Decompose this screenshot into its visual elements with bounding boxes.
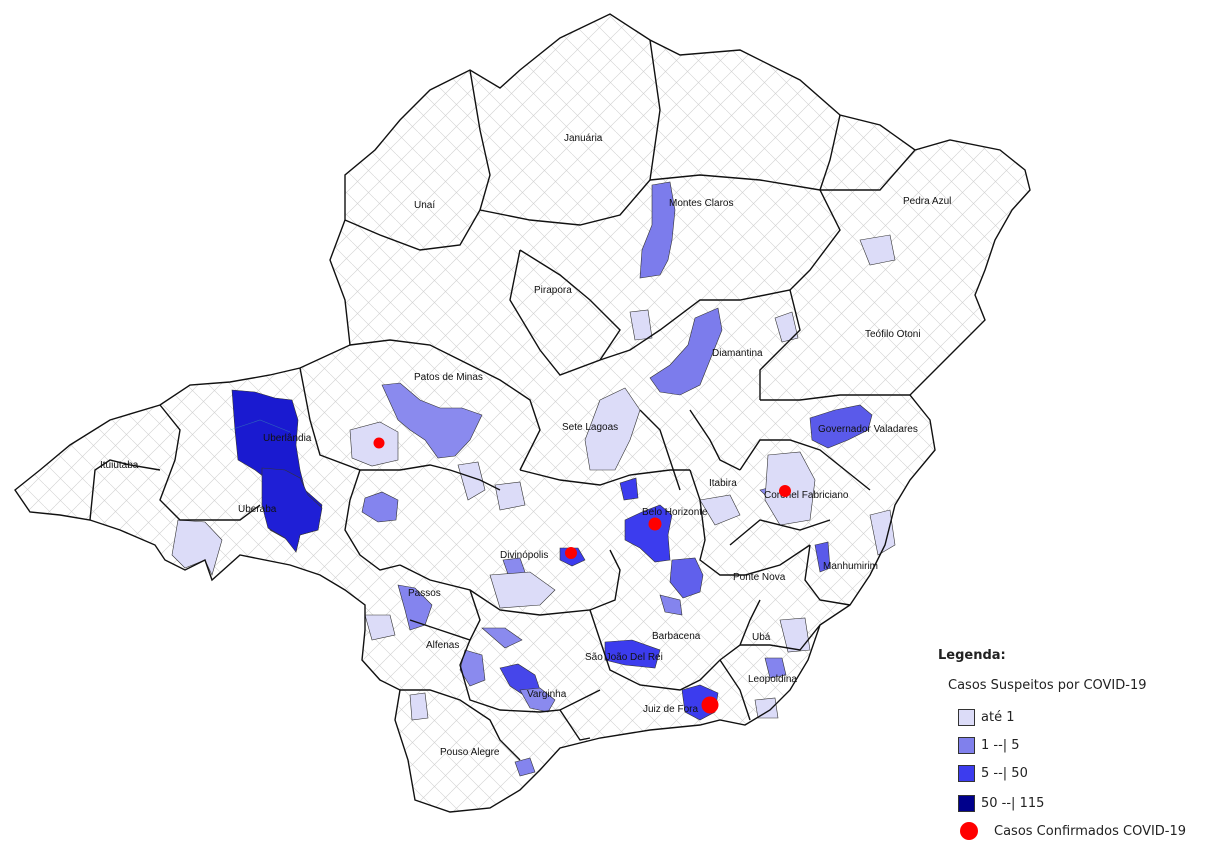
map-legend: Legenda: Casos Suspeitos por COVID-19 at… xyxy=(938,648,1220,840)
label-barbacena: Barbacena xyxy=(652,631,701,642)
municipality-diamantina-e-class1 xyxy=(774,311,799,343)
municipality-north-bh-class3 xyxy=(619,477,639,501)
label-pirapora: Pirapora xyxy=(534,285,572,296)
legend-swatch-class-4 xyxy=(958,794,975,812)
legend-item-class-1: até 1 xyxy=(958,708,1014,726)
municipality-barbacena-class2 xyxy=(659,594,683,616)
municipality-uberaba-s-class1 xyxy=(171,519,223,576)
legend-label-class-3: 5 --| 50 xyxy=(981,765,1028,781)
label-governador-valadares: Governador Valadares xyxy=(818,424,918,435)
legend-label-class-1: até 1 xyxy=(981,709,1015,725)
label-coronel-fabriciano: Coronel Fabriciano xyxy=(764,490,849,501)
label-sete-lagoas: Sete Lagoas xyxy=(562,422,618,433)
municipality-sjdr-w-class2 xyxy=(481,627,523,649)
municipality-itabira-class3 xyxy=(669,557,704,599)
legend-label-class-2: 1 --| 5 xyxy=(981,737,1020,753)
municipality-pedra-azul-class1 xyxy=(859,234,896,266)
confirmed-marker-juiz-de-fora xyxy=(701,696,719,714)
municipality-sjdr-class3 xyxy=(604,639,661,669)
legend-item-confirmed: Casos Confirmados COVID-19 xyxy=(960,822,1186,840)
region-labels: Januária Unaí Montes Claros Pedra Azul P… xyxy=(100,133,951,758)
municipality-bh-n-class1 xyxy=(494,481,526,511)
municipality-montes-claros-class2 xyxy=(639,181,676,279)
label-pedra-azul: Pedra Azul xyxy=(903,196,951,207)
label-manhumirim: Manhumirim xyxy=(823,561,878,572)
municipality-setelagoas-class1 xyxy=(584,387,641,471)
legend-swatch-class-1 xyxy=(958,708,975,726)
municipality-varginha-2-class2 xyxy=(519,687,556,713)
legend-confirmed-dot-icon xyxy=(960,822,978,840)
municipality-uba-class1 xyxy=(779,617,811,653)
label-uberlandia: Uberlândia xyxy=(263,433,312,444)
municipality-montes-claros-s-class1 xyxy=(629,309,653,341)
label-teofilo-otoni: Teófilo Otoni xyxy=(865,329,921,340)
label-leopoldina: Leopoldina xyxy=(748,674,797,685)
municipality-gv-class3 xyxy=(809,404,873,449)
municipality-passos-s-class1 xyxy=(364,614,396,641)
label-itabira: Itabira xyxy=(709,478,737,489)
legend-item-class-4: 50 --| 115 xyxy=(958,794,1044,812)
legend-label-class-4: 50 --| 115 xyxy=(981,795,1045,811)
confirmed-marker-uberlandia-area xyxy=(373,437,385,449)
label-pouso-alegre: Pouso Alegre xyxy=(440,747,500,758)
municipality-uberaba-class4 xyxy=(261,467,323,553)
confirmed-case-markers xyxy=(373,437,791,714)
municipality-ituiutaba-e-class1 xyxy=(457,461,486,501)
municipality-manhuacu-e-class1 xyxy=(869,509,896,556)
label-varginha: Varginha xyxy=(527,689,567,700)
municipality-patos-class2 xyxy=(381,382,483,459)
legend-subtitle: Casos Suspeitos por COVID-19 xyxy=(948,678,1147,693)
municipality-pousoalegre-class2 xyxy=(514,757,536,777)
legend-title: Legenda: xyxy=(938,648,1006,663)
label-passos: Passos xyxy=(408,588,441,599)
label-uba: Ubá xyxy=(752,632,771,643)
municipality-uberaba-east-class2 xyxy=(361,491,399,523)
confirmed-marker-coronel-fabriciano xyxy=(779,485,791,497)
label-divinopolis: Divinópolis xyxy=(500,550,548,561)
legend-swatch-class-2 xyxy=(958,736,975,754)
label-ponte-nova: Ponte Nova xyxy=(733,572,786,583)
label-diamantina: Diamantina xyxy=(712,348,763,359)
legend-swatch-class-3 xyxy=(958,764,975,782)
label-belo-horizonte: Belo Horizonte xyxy=(642,507,708,518)
label-alfenas: Alfenas xyxy=(426,640,459,651)
label-uberaba: Uberaba xyxy=(238,504,277,515)
municipality-leopoldina-s-class1 xyxy=(754,697,779,719)
legend-label-confirmed: Casos Confirmados COVID-19 xyxy=(994,823,1187,839)
municipality-itabira-class1 xyxy=(699,494,741,526)
label-juiz-de-fora: Juiz de Fora xyxy=(643,704,698,715)
label-sao-joao-del-rei: São João Del Rei xyxy=(585,652,663,663)
legend-item-class-2: 1 --| 5 xyxy=(958,736,1020,754)
rivers xyxy=(229,419,291,433)
label-januaria: Januária xyxy=(564,133,603,144)
municipality-divinopolis-s-class1 xyxy=(489,571,556,609)
municipality-bh-region-class3 xyxy=(624,504,673,563)
confirmed-marker-belo-horizonte xyxy=(648,517,662,531)
label-montes-claros: Montes Claros xyxy=(669,198,733,209)
label-ituiutaba: Ituiutaba xyxy=(100,460,139,471)
label-unai: Unaí xyxy=(414,200,435,211)
confirmed-marker-divinopolis xyxy=(565,547,577,559)
municipality-diamantina-class2 xyxy=(649,307,723,396)
label-patos-de-minas: Patos de Minas xyxy=(414,372,483,383)
regional-boundaries xyxy=(14,13,1031,813)
municipality-manhuacu-class3 xyxy=(814,541,831,573)
legend-item-class-3: 5 --| 50 xyxy=(958,764,1028,782)
municipality-pousoalegre-w-class1 xyxy=(409,692,429,721)
municipality-leopoldina-class2 xyxy=(764,657,787,679)
